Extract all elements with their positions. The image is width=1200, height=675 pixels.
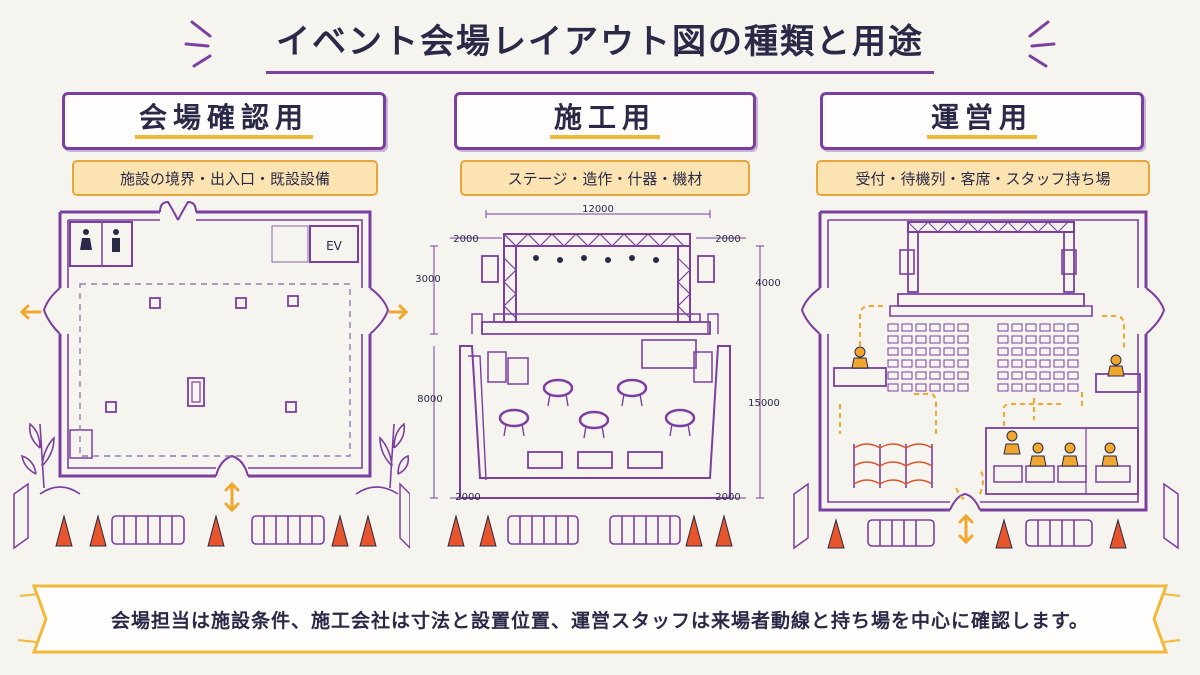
seat: [1025, 371, 1037, 380]
seat: [929, 347, 941, 356]
seat: [1011, 347, 1023, 356]
seat: [1067, 335, 1079, 344]
operation-floor-plan: [793, 210, 1179, 550]
seat: [887, 383, 899, 392]
seat: [1011, 371, 1023, 380]
seat: [1039, 359, 1051, 368]
dim-top: 12000: [582, 204, 614, 215]
seat: [957, 383, 969, 392]
seat: [915, 323, 927, 332]
seat: [1011, 383, 1023, 392]
construction-floor-plan: 12000 2000 2000 3000 4000 8000 15000 200…: [415, 204, 781, 547]
seat: [997, 335, 1009, 344]
seat: [957, 359, 969, 368]
seat: [887, 371, 899, 380]
dim-right-upper: 4000: [755, 278, 780, 289]
tag-venue-check: 施設の境界・出入口・既設設備: [72, 160, 378, 196]
dim-right-top: 2000: [715, 234, 740, 245]
seat: [943, 323, 955, 332]
title-sparkle-left: [184, 20, 212, 68]
seat: [1053, 383, 1065, 392]
seat: [1053, 335, 1065, 344]
seat: [1011, 323, 1023, 332]
seat: [943, 359, 955, 368]
seat: [915, 371, 927, 380]
seat: [929, 371, 941, 380]
seat: [929, 323, 941, 332]
page-title: イベント会場レイアウト図の種類と用途: [266, 8, 934, 74]
seat: [943, 371, 955, 380]
seat: [1067, 323, 1079, 332]
dim-right-lower: 15000: [748, 398, 780, 409]
seat: [901, 359, 913, 368]
seat: [943, 335, 955, 344]
seat: [887, 347, 899, 356]
seat: [887, 323, 899, 332]
seat: [1025, 359, 1037, 368]
seat: [957, 335, 969, 344]
seat: [1053, 323, 1065, 332]
seat: [1067, 371, 1079, 380]
title-area: イベント会場レイアウト図の種類と用途: [0, 8, 1200, 74]
seat: [915, 347, 927, 356]
seat: [1011, 335, 1023, 344]
seat: [915, 359, 927, 368]
tag-construction: ステージ・造作・什器・機材: [460, 160, 750, 196]
seat: [1053, 359, 1065, 368]
dim-bottom-left: 2000: [455, 492, 480, 503]
title-sparkle-right: [1028, 20, 1056, 68]
dim-bottom-right: 2000: [715, 492, 740, 503]
seat: [1053, 347, 1065, 356]
heading-operation: 運営用: [820, 92, 1144, 150]
seat: [957, 347, 969, 356]
seat: [1039, 323, 1051, 332]
seat: [929, 359, 941, 368]
seat: [997, 383, 1009, 392]
seat: [997, 371, 1009, 380]
seat: [1011, 359, 1023, 368]
seat: [901, 323, 913, 332]
seat: [1025, 383, 1037, 392]
seat: [1025, 347, 1037, 356]
seat: [1067, 359, 1079, 368]
seat: [1039, 347, 1051, 356]
seat: [957, 371, 969, 380]
audience-seats: [887, 323, 1079, 392]
seat: [887, 359, 899, 368]
seat: [1053, 371, 1065, 380]
heading-venue-check: 会場確認用: [62, 92, 386, 150]
seat: [1039, 383, 1051, 392]
seat: [1039, 371, 1051, 380]
ev-label: EV: [326, 239, 343, 253]
dim-left-upper: 3000: [415, 274, 440, 285]
venue-check-floor-plan: EV: [13, 200, 410, 550]
footer-banner-ribbon: [17, 584, 1181, 654]
seat: [929, 383, 941, 392]
seat: [943, 347, 955, 356]
seat: [943, 383, 955, 392]
seat: [901, 383, 913, 392]
tag-operation: 受付・待機列・客席・スタッフ持ち場: [816, 160, 1150, 196]
seat: [915, 335, 927, 344]
seat: [1025, 323, 1037, 332]
seat: [887, 335, 899, 344]
dim-left-top: 2000: [453, 234, 478, 245]
seat: [901, 347, 913, 356]
heading-construction: 施工用: [454, 92, 756, 150]
seat: [901, 335, 913, 344]
seat: [1067, 383, 1079, 392]
dim-left-lower: 8000: [417, 394, 442, 405]
seat: [915, 383, 927, 392]
seat: [929, 335, 941, 344]
seat: [997, 347, 1009, 356]
seat: [997, 323, 1009, 332]
seat: [957, 323, 969, 332]
seat: [1025, 335, 1037, 344]
footer-banner: 会場担当は施設条件、施工会社は寸法と設置位置、運営スタッフは来場者動線と持ち場を…: [16, 580, 1184, 658]
seat: [997, 359, 1009, 368]
seat: [1067, 347, 1079, 356]
seat: [1039, 335, 1051, 344]
seat: [901, 371, 913, 380]
footer-text: 会場担当は施設条件、施工会社は寸法と設置位置、運営スタッフは来場者動線と持ち場を…: [110, 609, 1090, 632]
